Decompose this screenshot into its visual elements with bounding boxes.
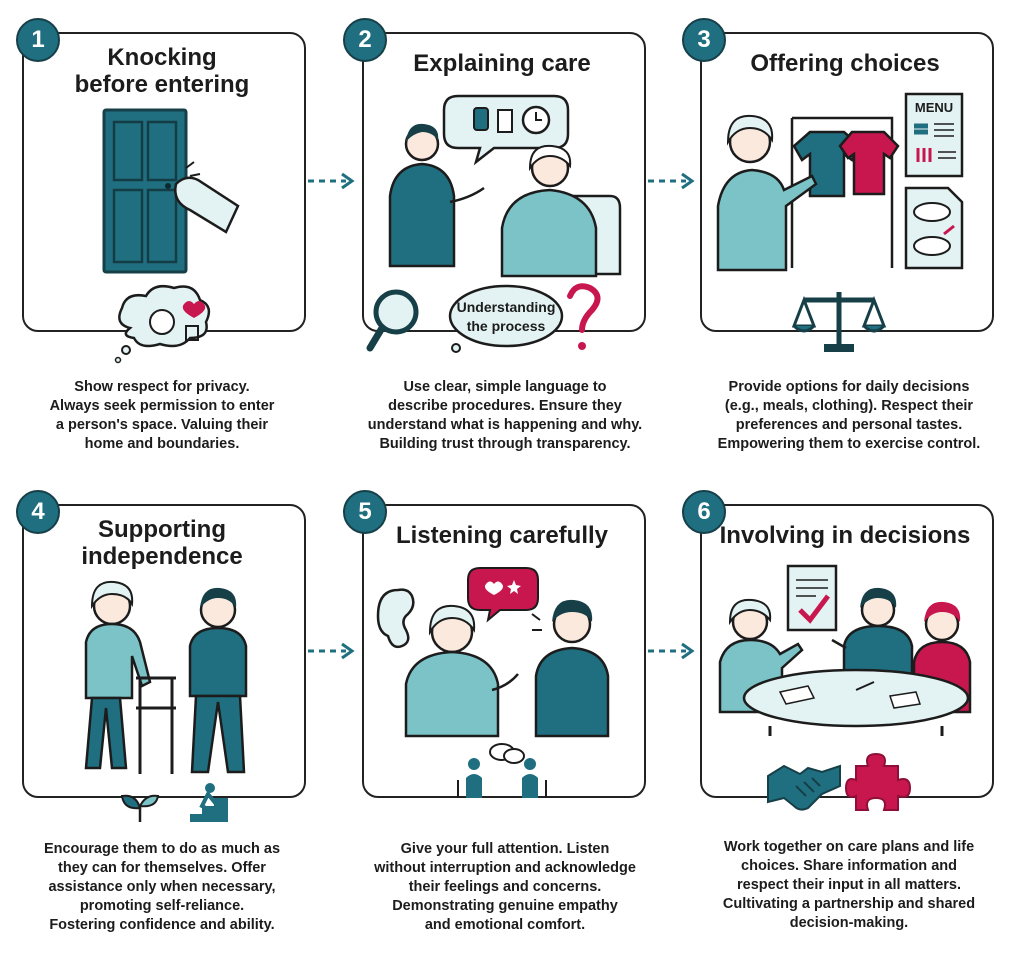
step-5-description: Give your full attention. Listen without… [374, 841, 636, 933]
table-decision-illustration [718, 564, 972, 736]
door-knock-illustration [102, 108, 240, 274]
step-2-description: Use clear, simple language to describe p… [367, 379, 643, 452]
balance-scale-icon [791, 292, 887, 352]
climbing-stairs-icon [190, 783, 228, 822]
step-5-card [362, 504, 646, 798]
step-3-number-badge: 3 [682, 18, 726, 62]
step-4-title: Supporting independence [81, 516, 243, 570]
step-2-number-badge: 2 [343, 18, 387, 62]
clothing-menu-choice-illustration: MENU [716, 92, 964, 272]
step-4-number-badge: 4 [16, 490, 60, 534]
menu-label: MENU [915, 100, 953, 115]
arrow-step1-to-step2 [308, 172, 355, 190]
step-2-title: Explaining care [413, 50, 591, 77]
arrow-step5-to-step6 [648, 642, 695, 660]
understanding-magnifier-illustration: Understanding the process [366, 283, 601, 353]
step-5-title: Listening carefully [395, 522, 609, 549]
bubble-line-2: the process [467, 318, 546, 334]
bubble-line-1: Understanding [457, 299, 556, 315]
listening-conversation-illustration [376, 567, 610, 738]
step-6-title: Involving in decisions [719, 522, 971, 549]
step-1-number-badge: 1 [16, 18, 60, 62]
step-4-card [22, 504, 306, 798]
step-3-description: Provide options for daily decisions (e.g… [717, 379, 981, 452]
two-people-talking-icon [457, 743, 547, 798]
step-3-title: Offering choices [750, 50, 940, 77]
step-1-description: Show respect for privacy. Always seek pe… [49, 379, 275, 452]
handshake-icon [767, 764, 841, 811]
step-1-title: Knocking before entering [74, 44, 250, 98]
step-5-number-badge: 5 [343, 490, 387, 534]
puzzle-piece-icon [844, 752, 912, 811]
step-6-number-badge: 6 [682, 490, 726, 534]
sprout-icon [120, 794, 160, 822]
walker-independence-illustration [84, 580, 248, 774]
caregiver-explaining-illustration [388, 94, 622, 278]
respect-thought-cloud [114, 285, 211, 364]
arrow-step4-to-step5 [308, 642, 355, 660]
step-4-description: Encourage them to do as much as they can… [43, 841, 281, 933]
step-6-description: Work together on care plans and life cho… [722, 839, 976, 931]
arrow-step2-to-step3 [648, 172, 695, 190]
